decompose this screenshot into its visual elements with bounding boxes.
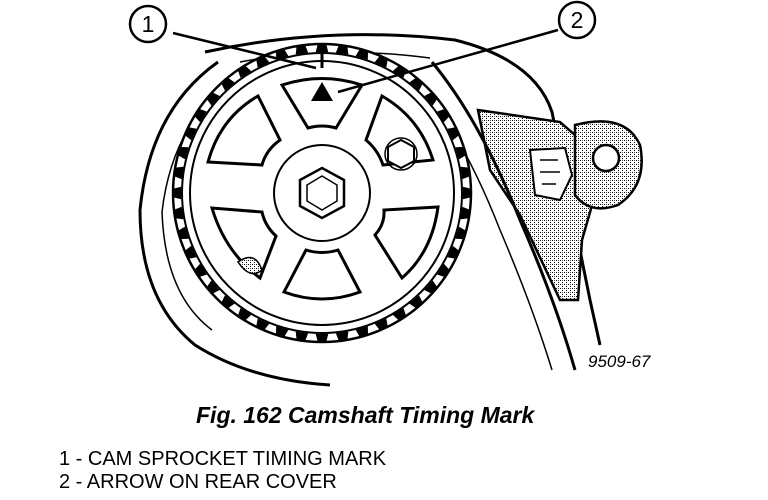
sprocket-tooth	[275, 48, 289, 60]
sprocket-tooth	[455, 226, 467, 240]
sprocket-tooth	[183, 245, 197, 259]
sprocket-tooth	[374, 54, 388, 68]
sprocket-tooth	[315, 43, 329, 53]
sprocket-tooth	[335, 44, 349, 55]
callout-2-number: 2	[571, 7, 584, 33]
hub-bolt-hex	[298, 166, 346, 220]
sprocket-tooth	[256, 318, 270, 332]
sprocket-tooth	[447, 127, 461, 141]
figure-reference-code: 9509-67	[588, 352, 651, 371]
sprocket-tooth	[447, 245, 461, 259]
cam-sprocket	[171, 42, 473, 344]
sprocket-tooth	[173, 166, 184, 180]
sprocket-tooth	[177, 226, 189, 240]
sprocket-tooth	[355, 48, 369, 60]
belt-tensioner	[476, 108, 643, 302]
sprocket-tooth	[172, 186, 182, 200]
sprocket-tooth	[173, 206, 184, 220]
sprocket-tooth	[256, 54, 270, 68]
sprocket-tooth	[177, 146, 189, 160]
sprocket-tooth	[220, 295, 235, 309]
sprocket-tooth	[335, 331, 349, 342]
callout-2: 2	[557, 0, 597, 40]
sprocket-tooth	[392, 308, 407, 322]
sprocket-tooth	[455, 146, 467, 160]
sprocket-tooth	[409, 77, 424, 91]
sprocket-tooth	[193, 108, 207, 123]
sprocket-tooth	[355, 326, 369, 338]
sprocket-tooth	[237, 308, 252, 322]
sprocket-tooth	[424, 280, 438, 295]
sprocket-tooth	[206, 91, 220, 106]
callout-2-leader	[337, 28, 559, 94]
callout-1-number: 1	[142, 11, 155, 37]
camshaft-sprocket-diagram: 1 2 9509-67	[128, 0, 651, 387]
sprocket-tooth	[409, 295, 424, 309]
sprocket-tooth	[315, 333, 329, 343]
sprocket-tooth	[193, 263, 207, 278]
sprocket-tooth	[437, 108, 451, 123]
legend-item-1: 1 - CAM SPROCKET TIMING MARK	[59, 448, 387, 470]
sprocket-tooth	[437, 263, 451, 278]
callout-1-leader	[172, 31, 317, 70]
cover-bolt	[387, 138, 415, 170]
figure-caption: Fig. 162 Camshaft Timing Mark	[196, 402, 535, 428]
sprocket-tooth	[220, 77, 235, 91]
sprocket-tooth	[374, 318, 388, 332]
legend-item-2: 2 - ARROW ON REAR COVER	[59, 471, 337, 493]
sprocket-tooth	[295, 331, 309, 342]
sprocket-tooth	[295, 44, 309, 55]
sprocket-tooth	[460, 166, 471, 180]
sprocket-tooth	[183, 127, 197, 141]
figure-legend: 1 - CAM SPROCKET TIMING MARK 2 - ARROW O…	[59, 448, 386, 494]
rear-cover-arrow	[311, 82, 333, 101]
sprocket-tooth	[462, 186, 472, 200]
sprocket-tooth	[206, 280, 220, 295]
callout-1: 1	[128, 4, 168, 44]
sprocket-tooth	[275, 326, 289, 338]
sprocket-tooth	[460, 206, 471, 220]
rear-cover-outline	[204, 33, 602, 346]
sprocket-tooth	[424, 91, 438, 106]
sprocket-tooth	[237, 64, 252, 78]
